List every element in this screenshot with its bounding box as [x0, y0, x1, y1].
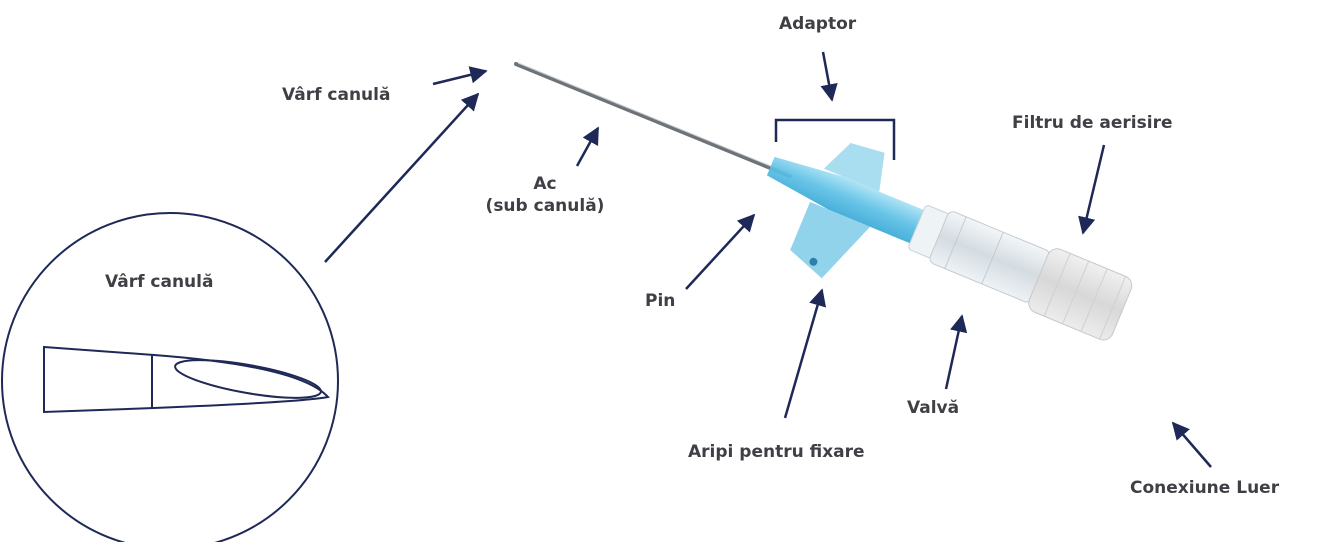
label-filtru-de-aerisire: Filtru de aerisire	[1012, 112, 1173, 134]
label-ac-line2: (sub canulă)	[470, 195, 620, 217]
arrow-filtru	[1083, 145, 1104, 233]
arrow-valva	[946, 316, 962, 389]
transparent-body	[928, 210, 1051, 304]
label-aripi-pentru-fixare: Aripi pentru fixare	[688, 441, 865, 463]
label-pin: Pin	[645, 290, 675, 312]
label-conexiune-luer: Conexiune Luer	[1130, 477, 1279, 499]
needle-highlight	[518, 63, 790, 174]
label-varf-canula-zoom: Vârf canulă	[105, 271, 213, 293]
magnified-tip	[2, 213, 338, 542]
arrow-adaptor	[823, 52, 832, 100]
arrow-aripi	[785, 290, 822, 418]
label-varf-canula: Vârf canulă	[282, 84, 390, 106]
label-valva: Valvă	[907, 397, 959, 419]
zoom-circle	[2, 213, 338, 542]
arrow-varf-canula	[433, 71, 486, 84]
arrow-conexiune	[1173, 423, 1211, 467]
label-ac: Ac (sub canulă)	[470, 173, 620, 217]
arrow-pin	[686, 215, 754, 289]
label-adaptor: Adaptor	[779, 13, 856, 35]
label-ac-line1: Ac	[470, 173, 620, 195]
arrow-circle-to-tip	[325, 94, 478, 262]
needle-shaft	[516, 64, 790, 176]
arrow-ac	[577, 128, 598, 166]
